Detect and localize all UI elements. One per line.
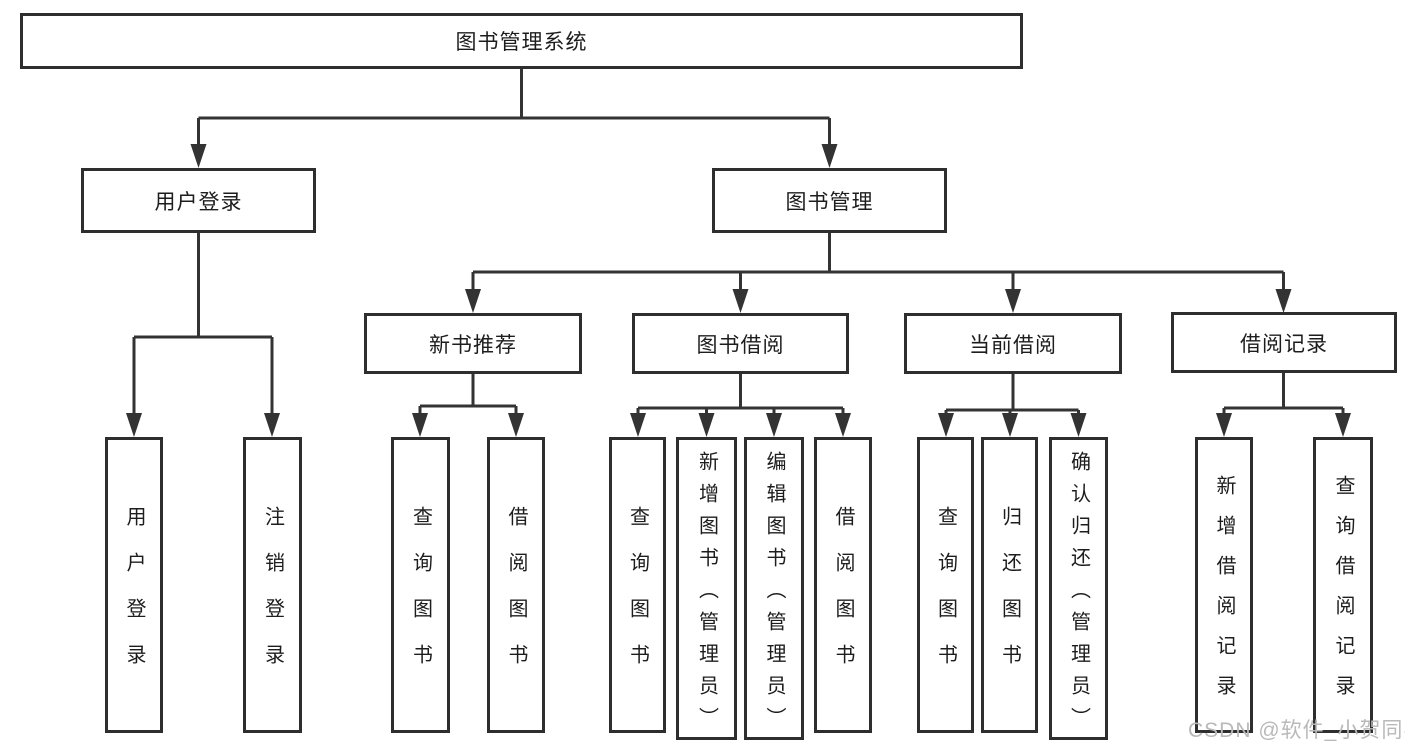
leaf-query-book-current: 查询图书 xyxy=(917,437,974,733)
node-new-book-recommend: 新书推荐 xyxy=(364,313,582,374)
leaf-label: 新增借阅记录 xyxy=(1213,475,1235,715)
leaf-borrow-book: 借阅图书 xyxy=(814,437,872,733)
leaf-user-login: 用户登录 xyxy=(105,437,163,733)
leaf-label: 编辑图书（管理员） xyxy=(763,450,785,739)
leaf-label: 用户登录 xyxy=(123,506,145,690)
connector-current-borrow-children xyxy=(938,374,1087,437)
connector-book-borrow-children xyxy=(630,374,851,437)
node-root-system: 图书管理系统 xyxy=(20,13,1023,69)
node-book-management: 图书管理 xyxy=(712,168,947,233)
node-user-login: 用户登录 xyxy=(81,168,316,233)
leaf-return-book: 归还图书 xyxy=(981,437,1038,733)
node-borrow-records: 借阅记录 xyxy=(1171,312,1397,373)
leaf-label: 归还图书 xyxy=(998,506,1021,690)
leaf-add-book-admin: 新增图书（管理员） xyxy=(676,437,737,740)
leaf-label: 借阅图书 xyxy=(832,506,854,690)
leaf-query-book-recommend: 查询图书 xyxy=(391,437,450,733)
node-book-borrow: 图书借阅 xyxy=(632,313,849,374)
leaf-label: 借阅图书 xyxy=(505,506,527,690)
leaf-label: 新增图书（管理员） xyxy=(695,450,718,739)
leaf-query-borrow-record: 查询借阅记录 xyxy=(1313,437,1373,733)
leaf-confirm-return-admin: 确认归还（管理员） xyxy=(1049,437,1108,740)
leaf-label: 查询图书 xyxy=(409,506,432,690)
leaf-label: 注销登录 xyxy=(261,506,284,690)
leaf-label: 确认归还（管理员） xyxy=(1067,450,1090,739)
connector-root-to-level2 xyxy=(190,69,838,168)
leaf-add-borrow-record: 新增借阅记录 xyxy=(1195,437,1253,733)
leaf-logout: 注销登录 xyxy=(243,437,302,733)
connector-book-management-children xyxy=(465,233,1292,313)
leaf-edit-book-admin: 编辑图书（管理员） xyxy=(744,437,804,740)
leaf-label: 查询借阅记录 xyxy=(1332,475,1354,715)
connector-borrow-records-children xyxy=(1216,373,1351,437)
connector-new-book-children xyxy=(412,374,524,437)
connector-user-login-children xyxy=(126,233,280,437)
leaf-label: 查询图书 xyxy=(934,506,957,690)
leaf-borrow-book-recommend: 借阅图书 xyxy=(487,437,545,733)
leaf-query-book-borrow: 查询图书 xyxy=(609,437,666,733)
leaf-label: 查询图书 xyxy=(626,506,649,690)
node-current-borrow: 当前借阅 xyxy=(904,313,1122,374)
